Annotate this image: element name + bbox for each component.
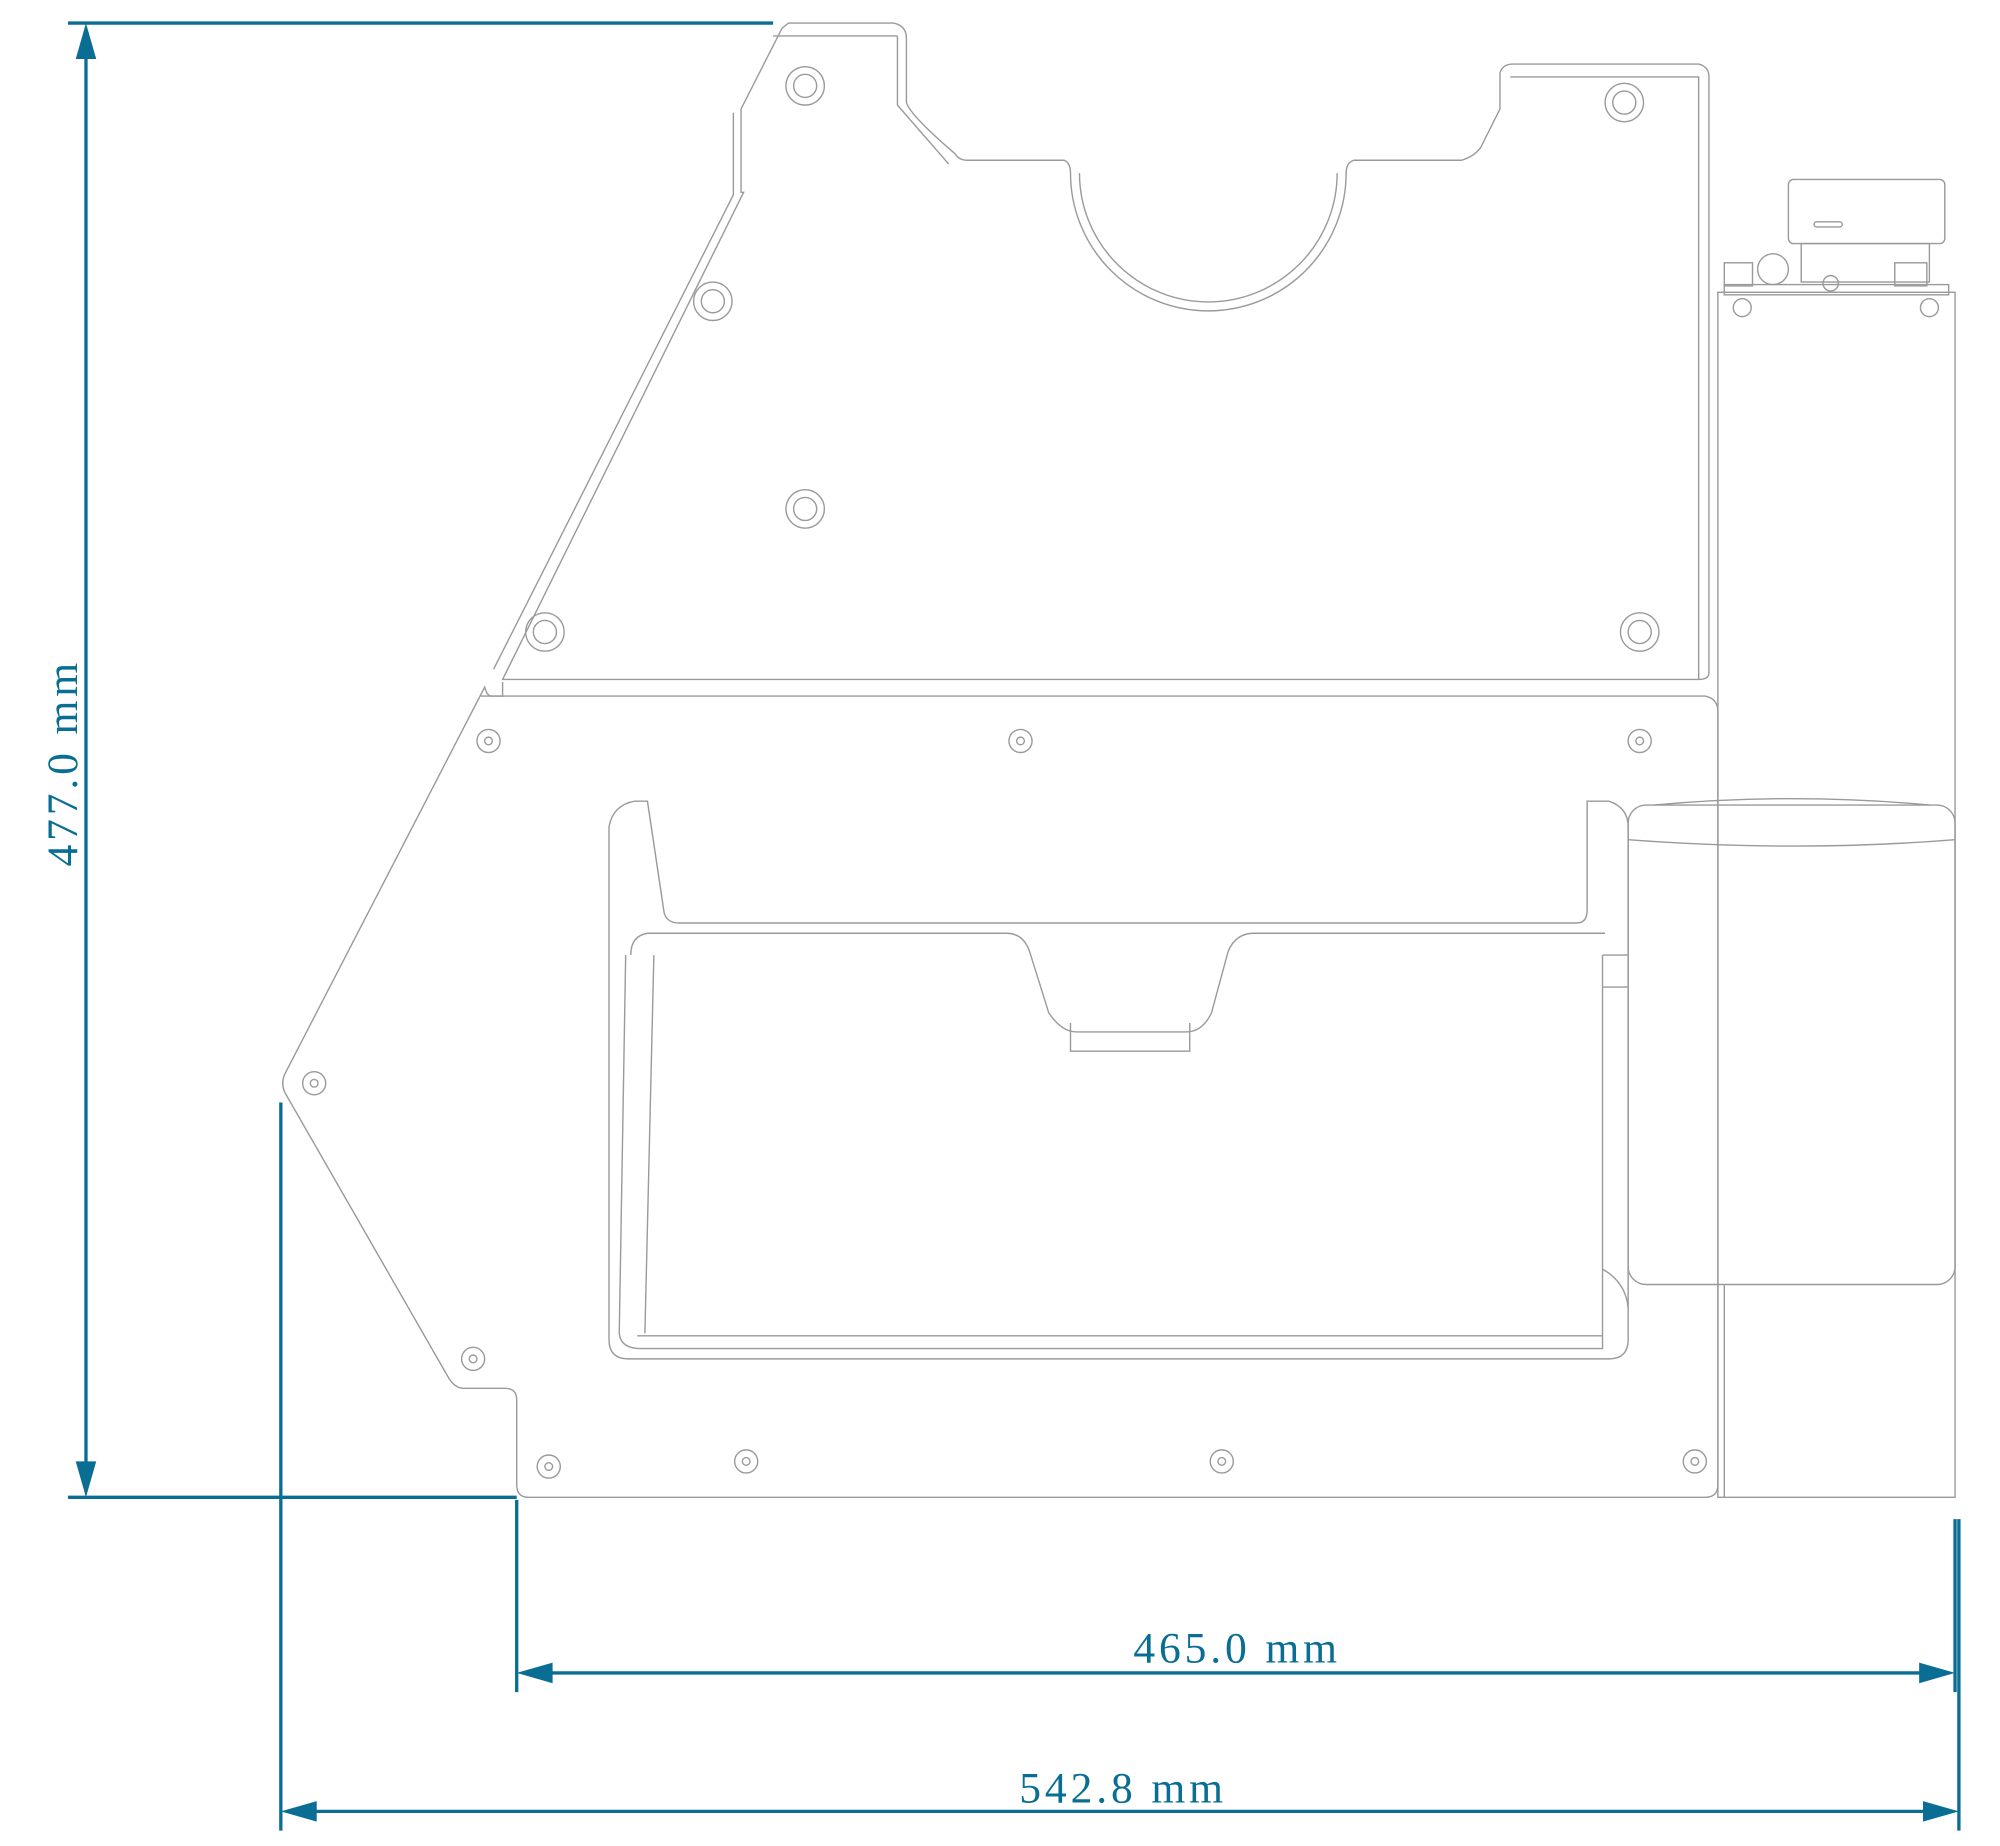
connector-left: [1723, 262, 1754, 287]
upper-plate-inner-edge: [493, 35, 1700, 680]
knob: [1756, 253, 1790, 286]
hole-icon: [1627, 728, 1652, 754]
hole-icon: [1008, 728, 1033, 754]
cylinder: [1627, 804, 1956, 1286]
hole-icon: [301, 1071, 327, 1096]
top-bracket: [1787, 178, 1946, 245]
cylinder-top: [1628, 797, 1956, 847]
hole-icon: [460, 1346, 486, 1372]
screw-icon: [524, 612, 565, 652]
dimension-height: 477.0 mm: [39, 21, 774, 1499]
screw-icon: [1619, 612, 1660, 652]
knob-small: [1822, 274, 1840, 292]
screw-icon: [1732, 297, 1752, 318]
dimension-label-height: 477.0 mm: [39, 659, 87, 867]
screws: [301, 65, 1940, 1479]
lower-plate: [282, 685, 1719, 1499]
part-outline: [282, 22, 1956, 1499]
dimension-base-width: 465.0 mm: [515, 1499, 1957, 1693]
dimension-label-overall-width: 542.8 mm: [1019, 1764, 1227, 1812]
hole-icon: [536, 1454, 561, 1479]
hole-icon: [1682, 1449, 1708, 1474]
tray-pocket-outer: [608, 800, 1629, 1360]
hole-icon: [476, 728, 501, 754]
tray-pocket-inner: [618, 932, 1629, 1350]
screw-icon: [1919, 297, 1940, 318]
screw-icon: [692, 281, 733, 322]
dimension-label-base-width: 465.0 mm: [1133, 1625, 1341, 1673]
upper-plate: [501, 22, 1710, 681]
screw-icon: [785, 488, 826, 529]
hole-icon: [733, 1449, 759, 1474]
plate-joint: [480, 681, 504, 697]
screw-icon: [1604, 82, 1645, 123]
right-column: [1717, 291, 1956, 1499]
hole-icon: [1209, 1449, 1235, 1474]
column-cap: [1723, 283, 1950, 296]
dimension-overall-width: 542.8 mm: [279, 1102, 1961, 1831]
screw-icon: [785, 65, 826, 106]
connector-right: [1894, 262, 1928, 287]
bracket-slot: [1813, 221, 1843, 228]
bracket-base: [1800, 242, 1931, 283]
